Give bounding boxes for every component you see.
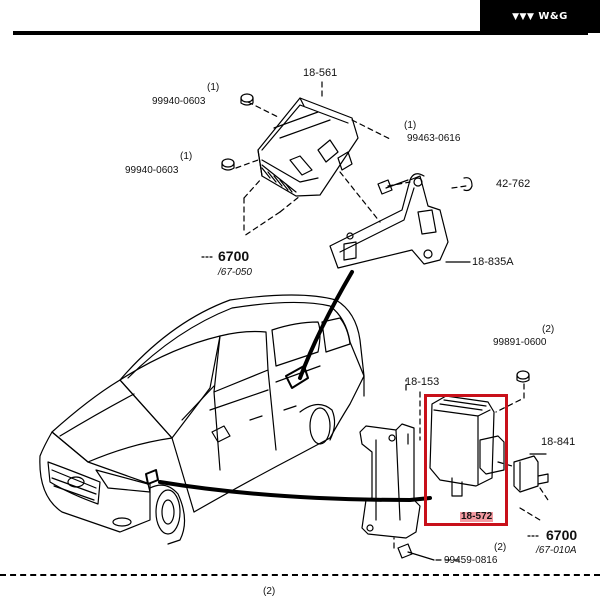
label-18-835a: 18-835A <box>472 256 514 268</box>
label-99463-0616: 99463-0616 <box>407 133 461 144</box>
label-99891-0600: 99891-0600 <box>493 337 547 348</box>
qty-99459: (2) <box>494 542 507 553</box>
nut-99940-b-icon <box>221 158 235 171</box>
highlight-box-18-572 <box>424 394 508 526</box>
qty-99891: (2) <box>542 324 555 335</box>
car-module-location-icon <box>145 365 309 485</box>
nut-99891-icon <box>516 370 530 383</box>
car-drawing <box>39 294 365 545</box>
bracket-18-153-drawing <box>359 423 421 539</box>
bolt-99463-icon <box>377 179 409 195</box>
brand-badge: ▼▼▼ W&G <box>480 0 600 33</box>
bolt-99459-icon <box>397 543 435 561</box>
module-18-561-drawing <box>257 97 359 197</box>
qty-99940-a: (1) <box>207 82 220 93</box>
connector-18-841-drawing <box>513 455 549 493</box>
nut-99940-a-icon <box>240 93 254 106</box>
clip-42-762-icon <box>463 177 473 192</box>
label-18-572[interactable]: 18-572 <box>460 511 494 522</box>
top-rule <box>13 31 588 35</box>
label-18-841: 18-841 <box>541 436 576 448</box>
label-18-561: 18-561 <box>303 67 338 79</box>
callout-curve-bottom <box>158 480 432 502</box>
label-99459-0816: 99459-0816 <box>444 555 498 566</box>
ref-6700-top: 6700 <box>218 248 250 264</box>
module-18-572-drawing <box>429 395 505 497</box>
qty-99940-b: (1) <box>180 151 193 162</box>
leaders-upper <box>235 81 467 237</box>
bracket-18-835a-drawing <box>329 173 449 269</box>
bottom-rule <box>0 574 600 576</box>
label-18-153: 18-153 <box>405 376 440 388</box>
ref-67-010a: /67-010A <box>536 545 577 556</box>
ref-67-050: /67-050 <box>218 267 252 278</box>
qty-bottom: (2) <box>263 586 276 597</box>
qty-99463: (1) <box>404 120 417 131</box>
leaders-lower <box>393 379 549 561</box>
wg-logo-icon: ▼▼▼ <box>512 11 535 22</box>
label-42-762: 42-762 <box>496 178 531 190</box>
label-99940-0603-a: 99940-0603 <box>152 96 206 107</box>
label-99940-0603-b: 99940-0603 <box>125 165 179 176</box>
ref-6700-bottom: 6700 <box>546 527 578 543</box>
brand-text: W&G <box>538 11 568 22</box>
callout-curve-top <box>298 270 354 380</box>
